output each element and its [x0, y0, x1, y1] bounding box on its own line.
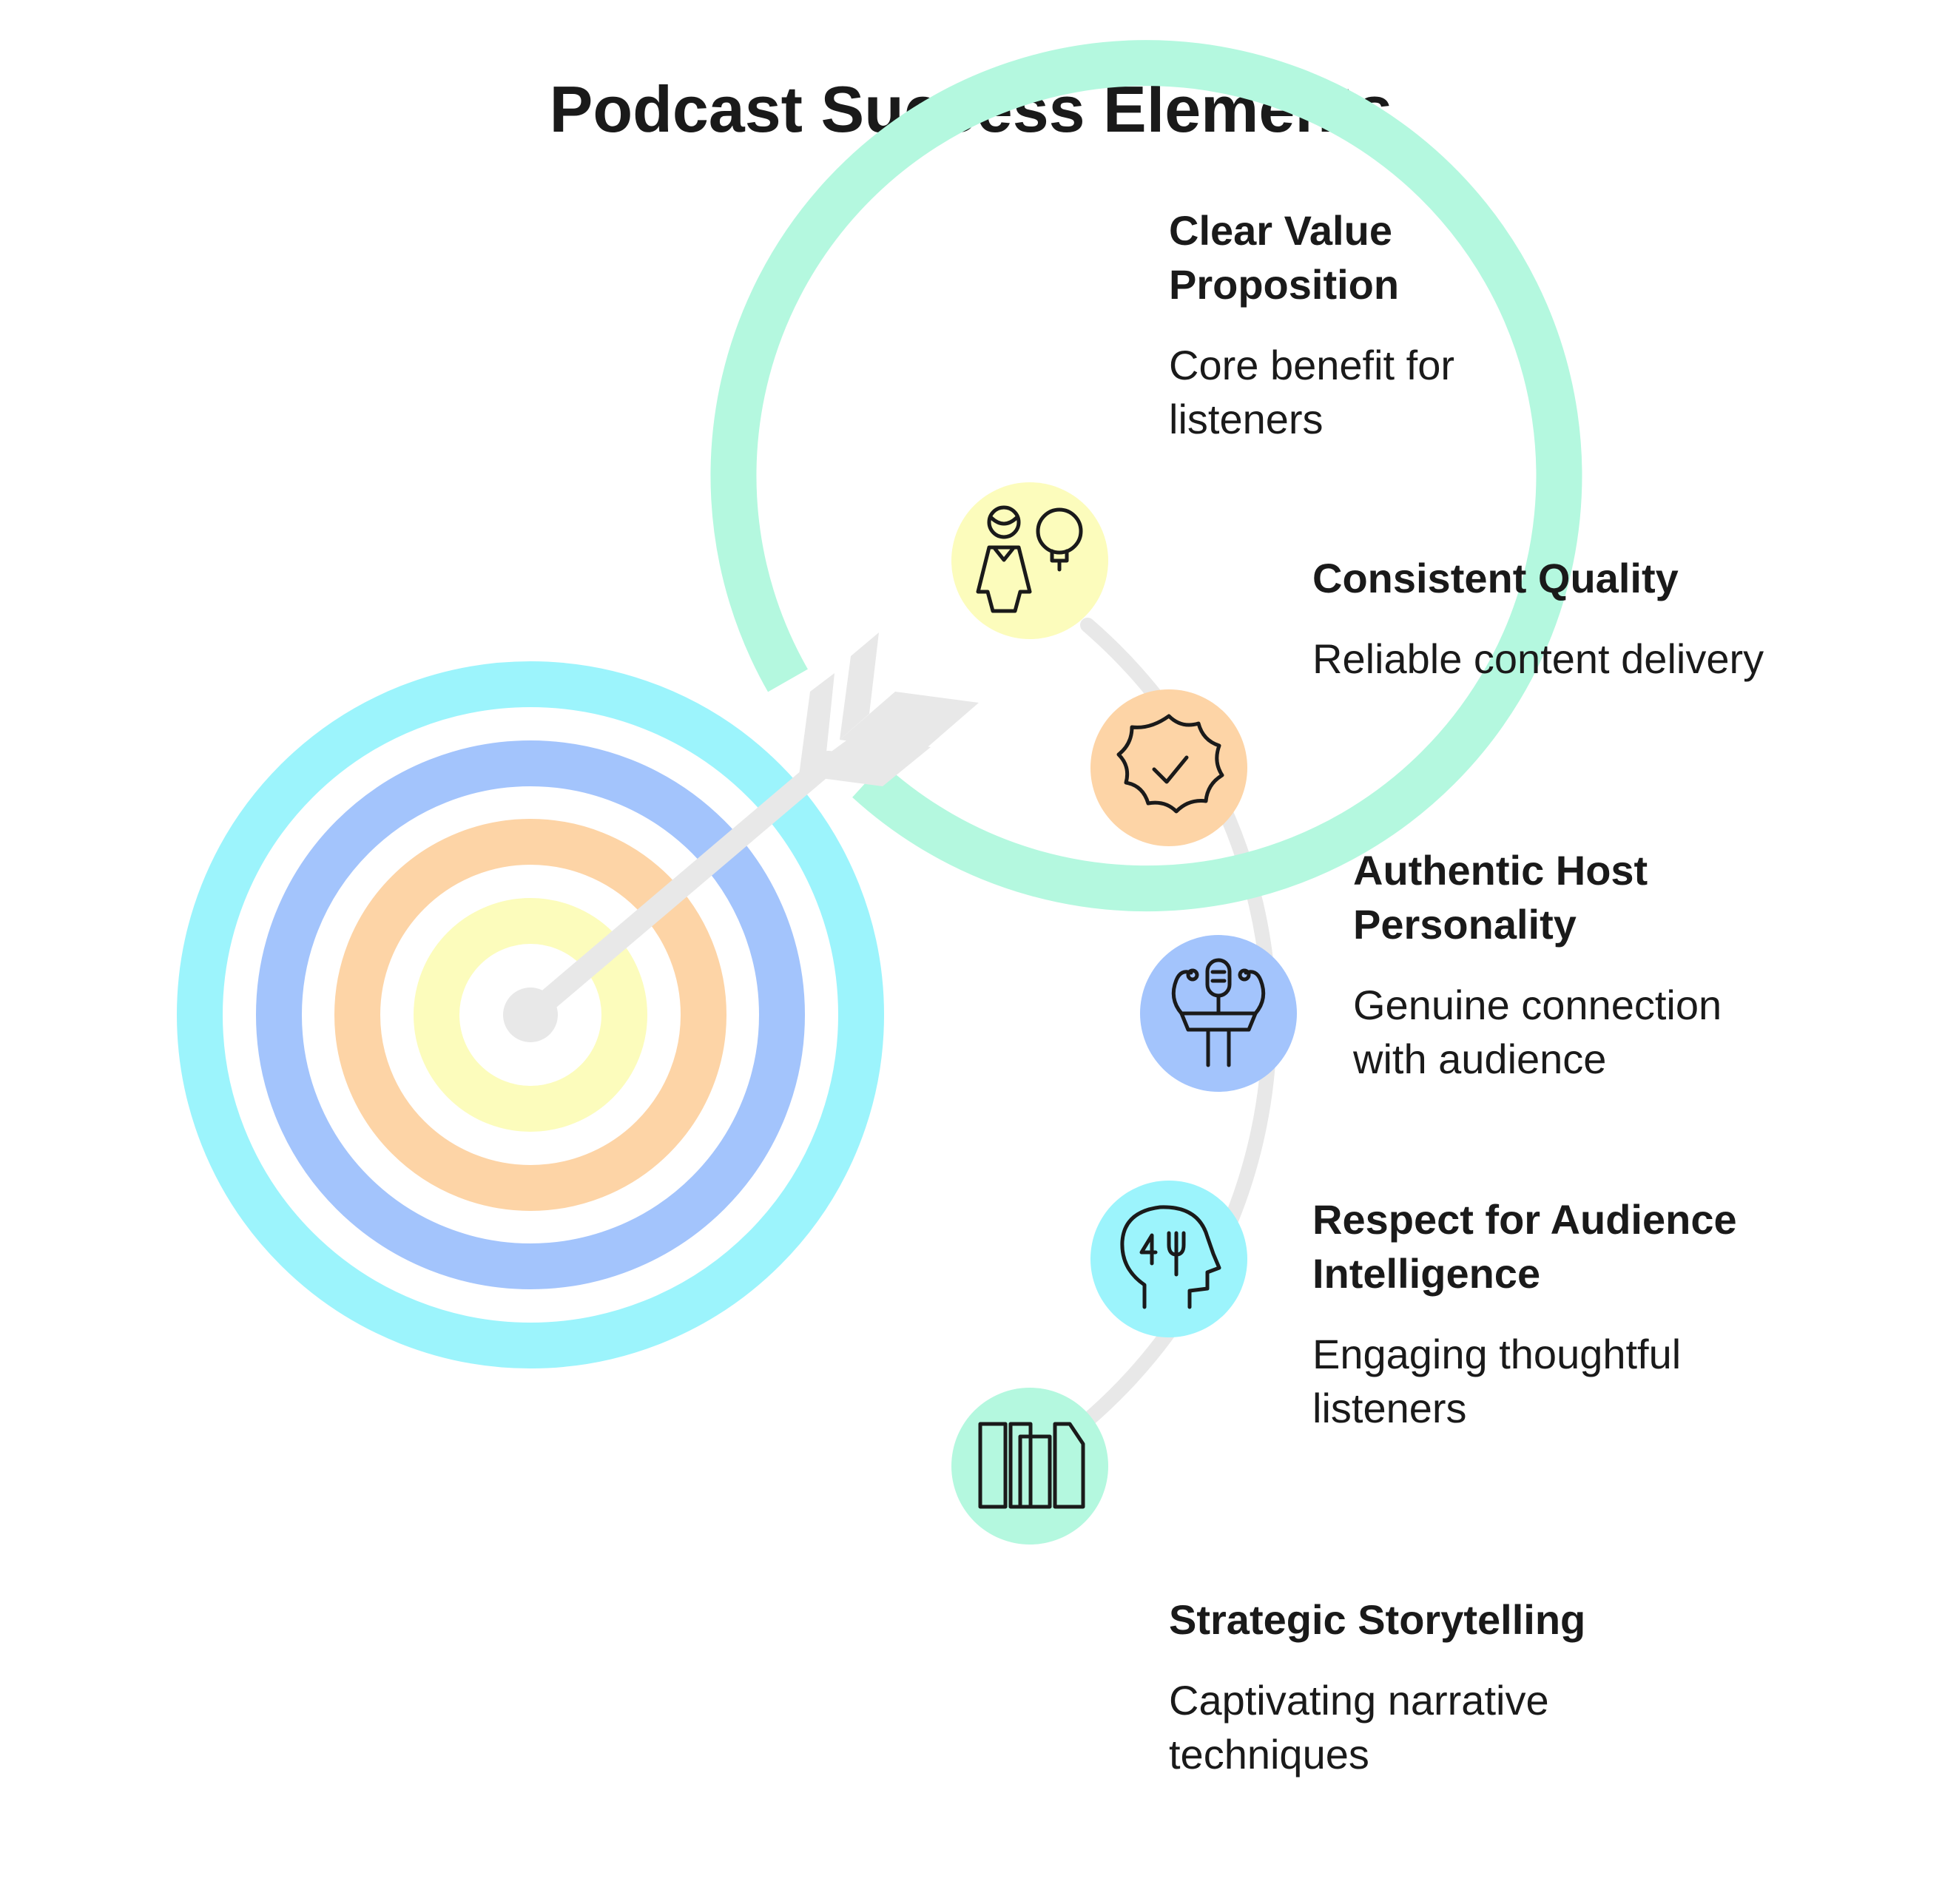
item-title: Respect for Audience Intelligence — [1312, 1196, 1737, 1297]
node-circle-clear-value — [951, 482, 1108, 639]
person-lightbulb-icon — [976, 505, 1083, 613]
item-strategic-storytelling: Strategic Storytelling Captivating narra… — [1169, 1593, 1628, 1781]
target-ring-outer — [710, 40, 1582, 912]
arrow-feather-2 — [799, 737, 931, 786]
node-circle-respect-audience — [1090, 1181, 1247, 1337]
target-ring-inner — [414, 898, 647, 1132]
arrow-feather-1 — [799, 673, 835, 775]
arrow-feather-4 — [840, 692, 979, 751]
item-respect-audience: Respect for Audience Intelligence Engagi… — [1312, 1192, 1771, 1435]
host-microphone-icon — [1171, 958, 1266, 1067]
target-rings — [177, 40, 1582, 1368]
item-authentic-host: Authentic Host Personality Genuine conne… — [1353, 843, 1767, 1086]
arrow — [503, 632, 979, 1042]
item-description: Core benefit for listeners — [1169, 342, 1454, 442]
item-description: Genuine connection with audience — [1353, 982, 1722, 1082]
item-title: Authentic Host Personality — [1353, 847, 1648, 948]
item-title: Strategic Storytelling — [1169, 1596, 1586, 1643]
node-circle-consistent-quality — [1090, 689, 1247, 846]
item-title: Clear Value Proposition — [1169, 207, 1400, 308]
target-ring-3 — [256, 740, 805, 1289]
arrow-shaft — [519, 751, 840, 1026]
head-fork-icon — [1120, 1205, 1221, 1309]
item-description: Reliable content delivery — [1312, 635, 1764, 682]
books-icon — [978, 1422, 1085, 1509]
arrow-feather-3 — [840, 632, 879, 740]
item-consistent-quality: Consistent Quality Reliable content deli… — [1312, 551, 1845, 686]
item-description: Captivating narrative techniques — [1169, 1677, 1549, 1778]
item-title: Consistent Quality — [1312, 555, 1679, 601]
target-ring-4 — [334, 819, 726, 1211]
item-clear-value: Clear Value Proposition Core benefit for… — [1169, 203, 1583, 446]
item-description: Engaging thoughtful listeners — [1312, 1331, 1682, 1431]
arrow-tip — [503, 988, 558, 1042]
target-ring-2 — [177, 661, 884, 1368]
quality-badge-check-icon — [1116, 714, 1224, 814]
